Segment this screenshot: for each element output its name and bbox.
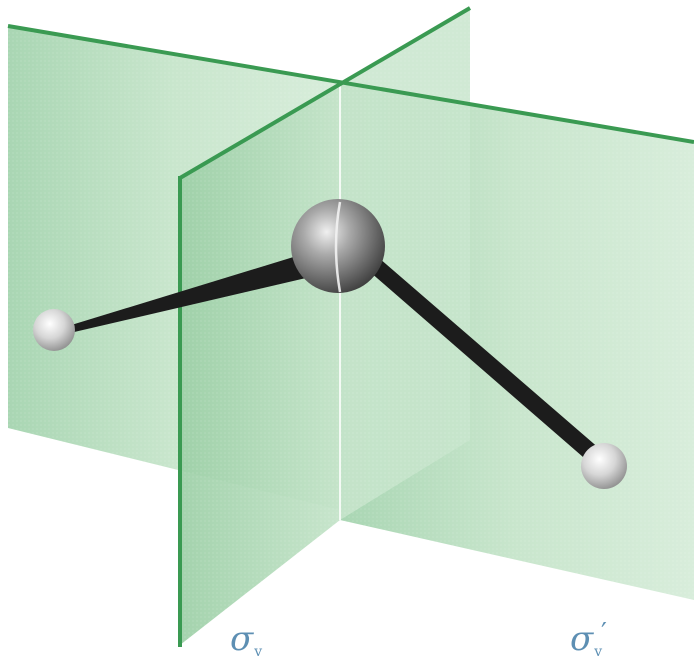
left-atom bbox=[33, 309, 75, 351]
central-atom bbox=[291, 199, 385, 293]
label-sigma-v-prime-symbol: σ bbox=[570, 619, 594, 659]
right-atom bbox=[581, 443, 627, 489]
label-sigma-v-prime-mark: ′ bbox=[601, 618, 607, 648]
label-sigma-v-symbol: σ bbox=[230, 619, 254, 659]
plane-edges bbox=[7, 6, 694, 647]
plane-sigma-v-top-edge bbox=[178, 6, 472, 180]
plane-sigma-v-prime-top-edge bbox=[7, 24, 694, 144]
label-sigma-v-prime-subscript: v bbox=[594, 644, 603, 660]
label-sigma-v: σv bbox=[230, 622, 262, 659]
plane-sigma-v-upper bbox=[340, 10, 470, 520]
label-sigma-v-subscript: v bbox=[254, 644, 263, 660]
plane-sigma-v-front bbox=[180, 82, 340, 645]
bond-right bbox=[362, 252, 608, 470]
bond-left bbox=[55, 255, 306, 336]
label-sigma-v-prime: σv′ bbox=[570, 619, 607, 660]
